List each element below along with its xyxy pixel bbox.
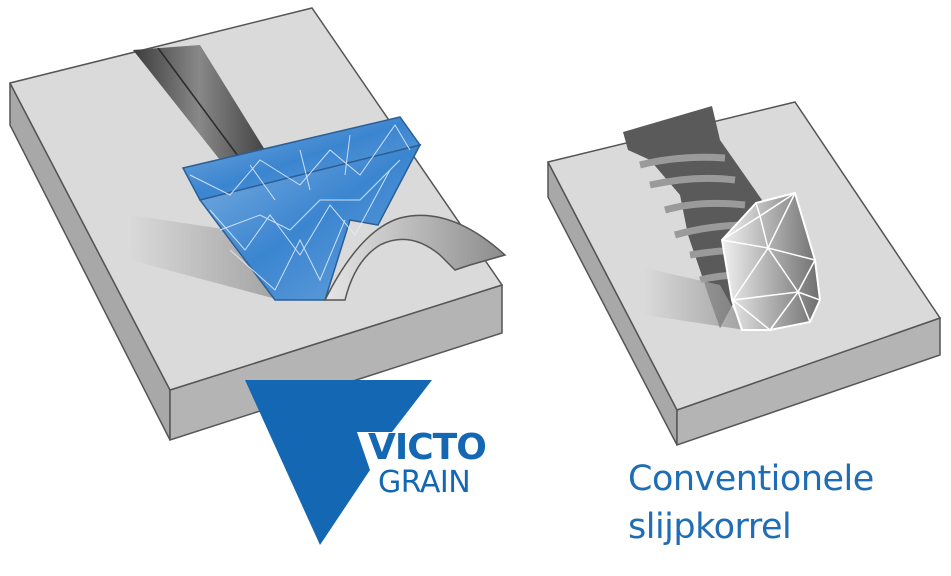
- logo-text-victo: VICTO: [368, 427, 487, 468]
- conventional-grain-icon: [720, 191, 822, 331]
- victograin-logo: [245, 380, 432, 545]
- victograin-grain-icon: [181, 116, 507, 301]
- metal-chip: [323, 214, 507, 301]
- logo-text-grain: GRAIN: [378, 465, 471, 500]
- grain-shadow: [645, 268, 745, 330]
- grain-shadow: [130, 215, 280, 300]
- caption-line-1: Conventionele: [628, 459, 874, 499]
- caption-line-2: slijpkorrel: [628, 507, 792, 547]
